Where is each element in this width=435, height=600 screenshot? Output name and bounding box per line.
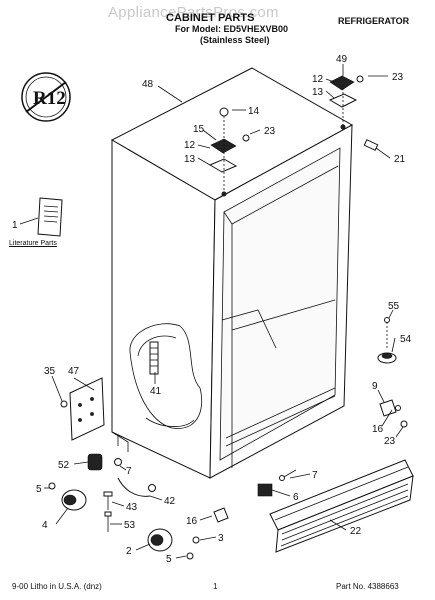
part-label-13: 13 (312, 87, 324, 98)
hinge-pin (363, 139, 379, 151)
water-tube (103, 477, 156, 510)
rear-roller (48, 482, 87, 511)
part-label-12: 12 (312, 74, 324, 85)
part-label-6: 6 (293, 492, 299, 503)
upper-hinge-center (208, 107, 250, 197)
part-label-1: 1 (12, 220, 18, 231)
footer-page-number: 1 (213, 582, 218, 591)
lower-hinge-right (377, 317, 397, 364)
part-label-53: 53 (124, 520, 136, 531)
front-roller (147, 528, 200, 560)
part-label-47: 47 (68, 366, 80, 377)
page-title: CABINET PARTS (166, 12, 255, 24)
part-label-5: 5 (36, 484, 42, 495)
footer-print-info: 9-00 Litho in U.S.A. (dnz) (12, 582, 102, 591)
part-label-21: 21 (394, 154, 406, 165)
drain-tube (149, 341, 159, 375)
category-label: REFRIGERATOR (338, 16, 410, 26)
literature-booklet (37, 197, 63, 237)
part-label-14: 14 (248, 106, 260, 117)
part-label-41: 41 (150, 386, 162, 397)
part-label-16: 16 (186, 516, 198, 527)
part-label-2: 2 (126, 546, 132, 557)
model-line: For Model: ED5VHEXVB00 (175, 24, 289, 34)
part-label-52: 52 (58, 460, 70, 471)
center-leveler (213, 507, 229, 523)
upper-hinge-right (328, 75, 364, 130)
part-label-23: 23 (384, 436, 396, 447)
part-label-42: 42 (164, 496, 176, 507)
r12-logo: R12 (21, 72, 71, 122)
screw (104, 511, 112, 532)
part-label-7: 7 (126, 466, 132, 477)
part-label-4: 4 (42, 520, 48, 531)
part-label-5: 5 (166, 554, 172, 565)
part-labels: 48 49 23 12 13 14 15 23 12 13 21 1 55 54… (12, 54, 412, 565)
part-label-23: 23 (264, 126, 276, 137)
part-label-54: 54 (400, 334, 412, 345)
part-label-16: 16 (372, 424, 384, 435)
footer-part-number: Part No. 4388663 (336, 582, 399, 591)
cabinet-body (110, 67, 354, 479)
part-label-23: 23 (392, 72, 404, 83)
part-label-15: 15 (193, 124, 205, 135)
r12-logo-text: R12 (33, 88, 66, 109)
finish-line: (Stainless Steel) (200, 35, 270, 45)
lower-right-bracket (379, 399, 408, 428)
part-label-7: 7 (312, 470, 318, 481)
leader-lines (19, 64, 404, 559)
part-label-3: 3 (218, 533, 224, 544)
watermark: AppliancePartsPros.com (108, 4, 279, 21)
part-label-22: 22 (350, 526, 362, 537)
part-label-35: 35 (44, 366, 56, 377)
part-label-9: 9 (372, 381, 378, 392)
toe-grille (269, 459, 414, 553)
literature-parts-label: Literature Parts (9, 240, 57, 247)
part-label-55: 55 (388, 301, 400, 312)
front-leveler-left (87, 453, 122, 471)
hose-clip (257, 469, 297, 497)
part-label-49: 49 (336, 54, 348, 65)
part-label-12: 12 (184, 140, 196, 151)
part-label-43: 43 (126, 502, 138, 513)
part-label-13: 13 (184, 154, 196, 165)
part-label-48: 48 (142, 79, 154, 90)
side-plate (60, 377, 105, 441)
